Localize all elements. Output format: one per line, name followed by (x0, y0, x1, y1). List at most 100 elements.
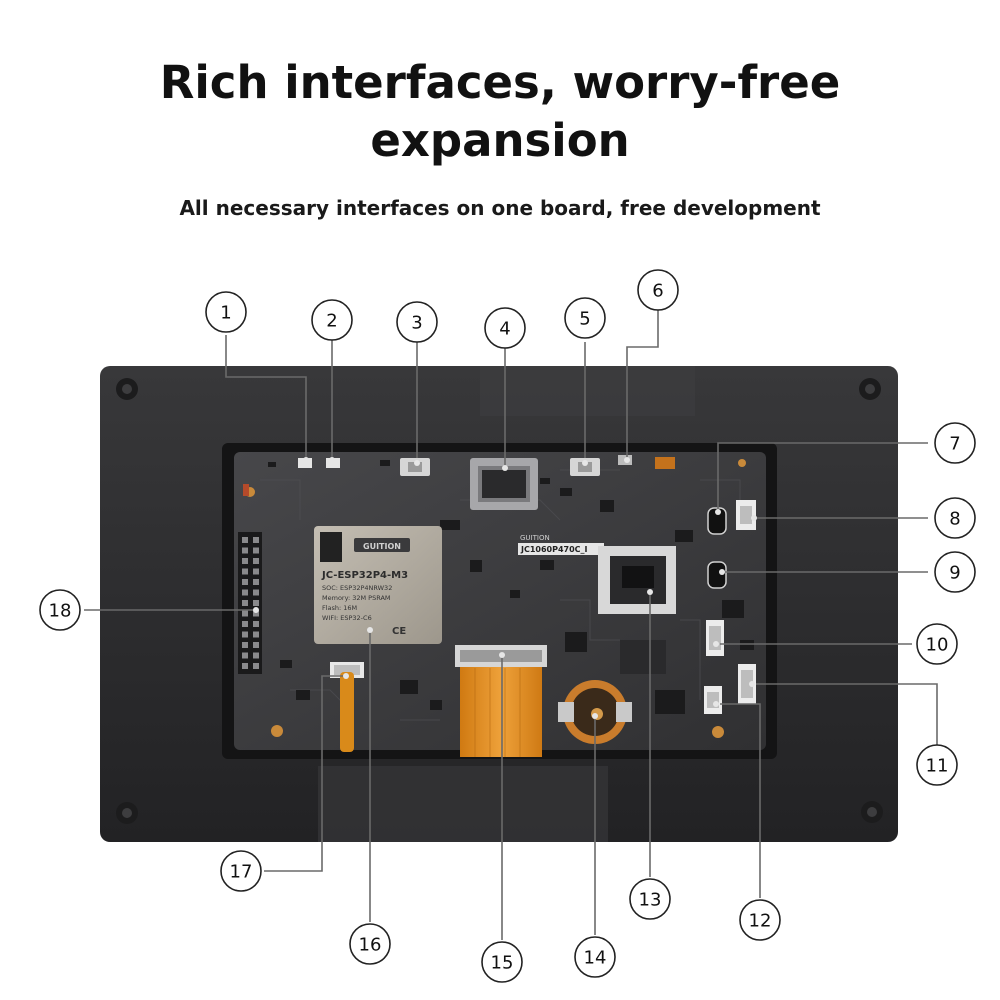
callout-18: 18 (39, 589, 81, 631)
header-pin (242, 663, 248, 669)
button-boot (570, 458, 600, 476)
header-pin (242, 642, 248, 648)
callout-number: 6 (652, 281, 663, 302)
callout-number: 18 (49, 601, 72, 622)
callout-number: 13 (639, 890, 662, 911)
callout-number: 11 (926, 756, 949, 777)
callout-10: 10 (916, 623, 958, 665)
callout-circle (629, 878, 671, 920)
callout-17: 17 (220, 850, 262, 892)
callout-6: 6 (637, 269, 679, 311)
callout-9: 9 (934, 551, 976, 593)
switch-7 (707, 507, 727, 535)
callout-2: 2 (311, 299, 353, 341)
header-pin (253, 642, 259, 648)
header-pin (242, 579, 248, 585)
callout-circle (311, 299, 353, 341)
smd-components (268, 460, 754, 714)
header-pin (242, 589, 248, 596)
callout-7: 7 (934, 422, 976, 464)
leader-6 (626, 310, 659, 458)
leader-7 (717, 442, 928, 510)
protective-film-bottom (318, 766, 608, 842)
callout-circle (396, 301, 438, 343)
header-pin (242, 568, 248, 575)
callout-13: 13 (629, 878, 671, 920)
callout-8: 8 (934, 497, 976, 539)
esp32-module: GUITION JC-ESP32P4-M3 SOC: ESP32P4NRW32 … (314, 526, 442, 644)
callout-circle (739, 899, 781, 941)
amber-component (655, 457, 675, 469)
pin-header-pins (242, 537, 259, 669)
callout-number: 1 (220, 303, 231, 324)
tf-card-slot (470, 458, 538, 510)
gpio-pin-header (238, 532, 262, 674)
screw-top-right (859, 378, 881, 400)
leader-endpoints (253, 457, 757, 719)
pcb-hole-br (712, 726, 724, 738)
connector-8 (736, 500, 756, 530)
callout-number: 8 (949, 509, 960, 530)
connector-11 (738, 664, 756, 704)
pcb-brand: GUITION (520, 534, 550, 542)
headline-line-2: expansion (370, 114, 630, 167)
leader-1 (225, 335, 307, 458)
connector-2 (326, 458, 340, 468)
callout-circle (205, 291, 247, 333)
header-pin (242, 610, 248, 617)
module-wifi: WIFI: ESP32-C6 (322, 614, 372, 622)
switch-9 (707, 561, 727, 589)
headline-line-1: Rich interfaces, worry-free (159, 56, 841, 109)
callout-circle (481, 941, 523, 983)
module-cert: CE (392, 626, 406, 637)
header-pin (242, 558, 248, 564)
module-brand: GUITION (363, 542, 401, 551)
callout-circle (637, 269, 679, 311)
callout-14: 14 (574, 936, 616, 978)
callout-circle (934, 497, 976, 539)
callout-leader-lines (84, 310, 938, 940)
subheadline: All necessary interfaces on one board, f… (179, 196, 821, 220)
callout-12: 12 (739, 899, 781, 941)
header-pin (253, 589, 259, 596)
header-pin (253, 621, 259, 627)
callout-circle (934, 551, 976, 593)
callout-circle (916, 623, 958, 665)
header-pin (253, 600, 259, 606)
callout-4: 4 (484, 307, 526, 349)
header-pin (253, 568, 259, 575)
header-pin (253, 537, 259, 543)
leader-12 (720, 703, 761, 898)
callout-circle (574, 936, 616, 978)
header-pin (242, 537, 248, 543)
pcb-hole-bl (271, 725, 283, 737)
headline: Rich interfaces, worry-free expansion (0, 54, 1000, 170)
callout-number: 4 (499, 319, 510, 340)
connector-12 (704, 686, 722, 714)
callout-11: 11 (916, 744, 958, 786)
leader-11 (756, 683, 938, 765)
callout-5: 5 (564, 297, 606, 339)
connector-1 (298, 458, 312, 468)
callout-number: 17 (230, 862, 253, 883)
connector-10 (706, 620, 724, 656)
callout-number: 16 (359, 935, 382, 956)
callout-number: 10 (926, 635, 949, 656)
pcb-model: JC1060P470C_I (520, 545, 588, 554)
header-pin (253, 631, 259, 638)
callout-circle (916, 744, 958, 786)
flex-cable-lines (474, 668, 521, 757)
callout-number: 2 (326, 311, 337, 332)
callout-number: 5 (579, 309, 590, 330)
callout-1: 1 (205, 291, 247, 333)
callout-circle (349, 923, 391, 965)
screw-top-left (116, 378, 138, 400)
callout-15: 15 (481, 941, 523, 983)
ethernet-port (598, 546, 676, 614)
flex-cable (460, 667, 542, 757)
screw-bottom-right (861, 801, 883, 823)
module-memory: Memory: 32M PSRAM (322, 594, 391, 602)
header-pin (253, 579, 259, 585)
callout-circle (484, 307, 526, 349)
